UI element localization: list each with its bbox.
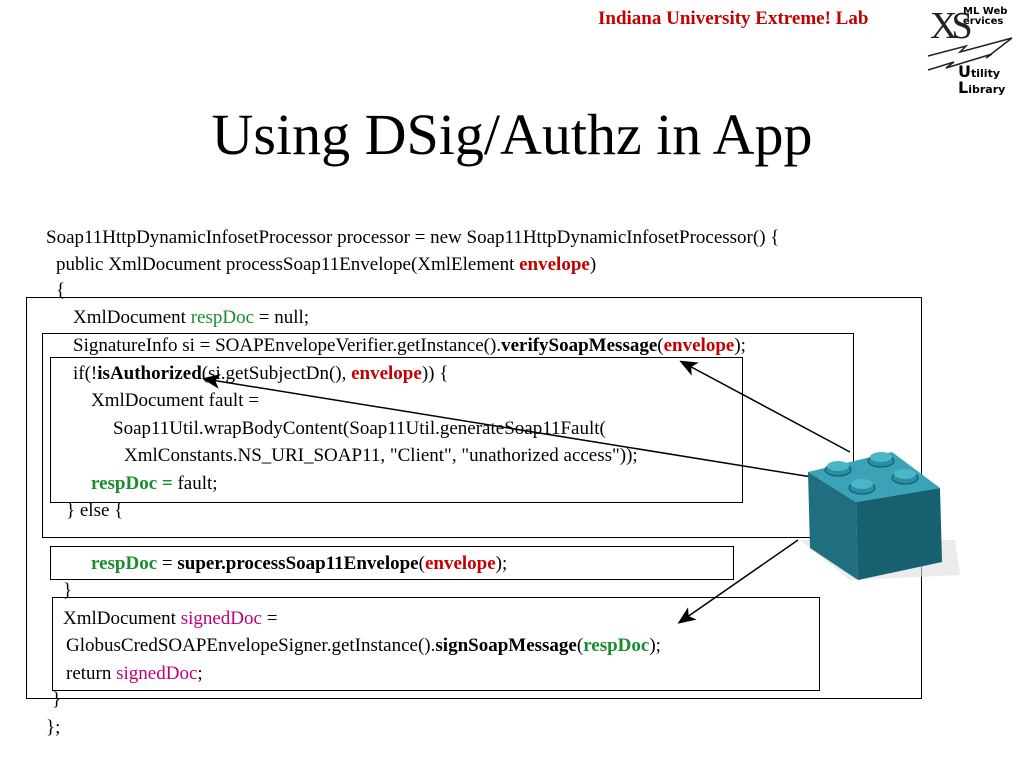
code-line-7: XmlDocument fault =: [91, 389, 259, 413]
super-process-call: super.processSoap11Envelope: [177, 553, 419, 574]
logo-line-4: Library: [958, 80, 1005, 96]
code-line-5-paren: (: [657, 335, 664, 356]
is-authorized-call: isAuthorized: [97, 363, 202, 384]
code-line-1: Soap11HttpDynamicInfosetProcessor proces…: [46, 226, 779, 250]
logo-line-1: ML Web: [963, 6, 1008, 17]
respdoc-arg: respDoc: [583, 635, 650, 656]
logo-line-2: ervices: [963, 16, 1004, 27]
code-line-13-text: }: [63, 580, 73, 601]
code-line-16-text: return: [66, 663, 117, 684]
code-line-10-end: fault;: [177, 473, 218, 494]
code-line-8-text: Soap11Util.wrapBodyContent(Soap11Util.ge…: [113, 418, 606, 439]
lab-name: Indiana University Extreme! Lab: [598, 8, 869, 29]
code-line-12-end: );: [495, 553, 508, 574]
respdoc-assign: respDoc: [91, 473, 158, 494]
logo-line-4-text: ibrary: [968, 83, 1006, 96]
sign-soap-message-call: signSoapMessage: [435, 635, 577, 656]
code-line-5: SignatureInfo si = SOAPEnvelopeVerifier.…: [73, 334, 746, 358]
code-line-6-end: )) {: [421, 363, 449, 384]
verify-soap-message-call: verifySoapMessage: [501, 335, 658, 356]
code-line-14: XmlDocument signedDoc =: [63, 607, 277, 631]
code-line-3: {: [56, 279, 65, 303]
slide-title: Using DSig/Authz in App: [211, 102, 813, 167]
code-line-18: };: [46, 716, 60, 740]
logo-big-u: U: [958, 62, 971, 81]
verify-block-box: [42, 333, 854, 538]
envelope-arg-2: envelope: [351, 363, 422, 384]
logo-big-l: L: [958, 78, 969, 97]
envelope-arg: envelope: [663, 335, 735, 356]
code-line-2-text: public XmlDocument processSoap11Envelope…: [56, 254, 520, 275]
code-line-13: }: [63, 579, 72, 603]
code-line-18-text: };: [46, 717, 61, 738]
code-line-5-text: SignatureInfo si = SOAPEnvelopeVerifier.…: [73, 335, 502, 356]
xml-ws-utility-library-logo: XS ML Web ervices Utility Library: [926, 4, 1020, 96]
respdoc-var: respDoc: [190, 307, 254, 328]
code-line-11: } else {: [66, 499, 123, 523]
sign-block-box: [52, 597, 820, 691]
signeddoc-return: signedDoc: [116, 663, 198, 684]
code-line-15-paren: (: [576, 635, 584, 656]
code-line-2-end: ): [589, 254, 597, 275]
signeddoc-var: signedDoc: [180, 608, 262, 629]
code-line-6-text: if(!: [73, 363, 98, 384]
code-line-16: return signedDoc;: [66, 662, 203, 686]
code-line-9: XmlConstants.NS_URI_SOAP11, "Client", "u…: [124, 444, 638, 468]
code-line-16-end: ;: [197, 663, 203, 684]
code-line-6: if(!isAuthorized(si.getSubjectDn(), enve…: [73, 362, 448, 386]
code-line-17-text: }: [52, 689, 62, 710]
code-line-1-text: Soap11HttpDynamicInfosetProcessor proces…: [46, 227, 780, 248]
code-line-17: }: [52, 688, 61, 712]
logo-letters: XS: [930, 5, 973, 47]
code-line-15: GlobusCredSOAPEnvelopeSigner.getInstance…: [66, 634, 661, 658]
code-line-12-paren: (: [418, 553, 425, 574]
code-line-7-text: XmlDocument fault =: [91, 390, 259, 411]
code-line-3-text: {: [56, 280, 66, 301]
code-line-14-end: =: [261, 608, 278, 629]
code-line-14-text: XmlDocument: [63, 608, 181, 629]
code-line-8: Soap11Util.wrapBodyContent(Soap11Util.ge…: [113, 417, 606, 441]
code-line-15-text: GlobusCredSOAPEnvelopeSigner.getInstance…: [66, 635, 436, 656]
code-line-12-eq: =: [157, 553, 178, 574]
lightning-bolt-icon: [927, 37, 1013, 71]
code-line-10-eq: =: [157, 473, 178, 494]
code-line-12: respDoc = super.processSoap11Envelope(en…: [91, 552, 507, 576]
code-line-4: XmlDocument respDoc = null;: [73, 306, 309, 330]
code-line-4-end: = null;: [254, 307, 310, 328]
code-line-15-end: );: [649, 635, 661, 656]
code-line-5-end: );: [734, 335, 746, 356]
code-line-4-text: XmlDocument: [73, 307, 191, 328]
envelope-arg-3: envelope: [424, 553, 496, 574]
code-line-9-text: XmlConstants.NS_URI_SOAP11, "Client", "u…: [124, 445, 638, 466]
code-line-6-mid: (si.getSubjectDn(),: [201, 363, 352, 384]
code-line-10: respDoc = fault;: [91, 472, 218, 496]
code-line-2: public XmlDocument processSoap11Envelope…: [56, 253, 596, 277]
code-line-11-text: } else {: [66, 500, 124, 521]
logo-line-3-text: tility: [971, 67, 1000, 80]
respdoc-assign-2: respDoc: [91, 553, 158, 574]
envelope-param: envelope: [519, 254, 590, 275]
logo-line-3: Utility: [958, 64, 1000, 80]
